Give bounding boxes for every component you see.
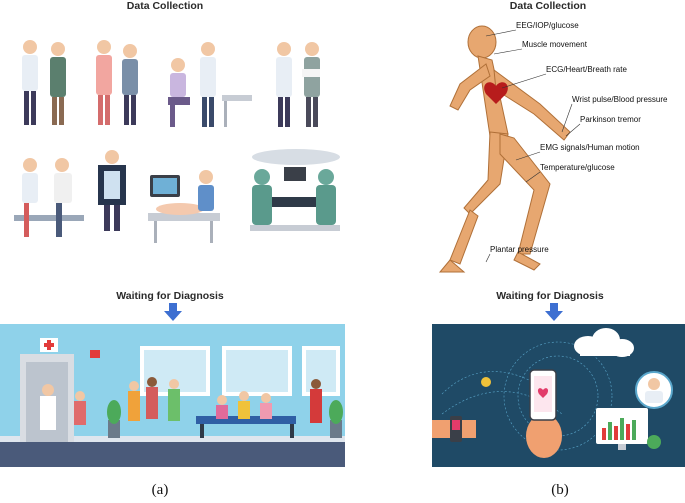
left-down-arrow (164, 303, 182, 321)
sensor-label-ecg: ECG/Heart/Breath rate (546, 65, 627, 74)
sensor-label-muscle: Muscle movement (522, 40, 588, 49)
scene-surgery (250, 149, 340, 231)
sensor-label-parkinson: Parkinson tremor (580, 115, 641, 124)
scene-seated-patient-exam (168, 42, 252, 127)
caption-a: (a) (151, 482, 169, 498)
sensor-label-wrist: Wrist pulse/Blood pressure (572, 95, 668, 104)
right-data-collection-title: Data Collection (509, 0, 587, 12)
scene-patient-with-sling (276, 42, 320, 127)
right-down-arrow (545, 303, 563, 321)
sensor-label-emg: EMG signals/Human motion (540, 143, 640, 152)
clinic-waiting-room-illustration (0, 324, 345, 467)
scene-xray-scan (98, 150, 126, 231)
left-data-collection-title: Data Collection (126, 0, 204, 12)
wearable-sensors-body-diagram: EEG/IOP/glucose Muscle movement ECG/Hear… (438, 21, 668, 273)
left-waiting-title: Waiting for Diagnosis (116, 290, 224, 302)
sensor-label-temperature: Temperature/glucose (540, 163, 615, 172)
monitor-chart-icon (596, 408, 648, 450)
cloud-icon (574, 328, 634, 357)
right-waiting-title: Waiting for Diagnosis (496, 290, 604, 302)
smartphone-icon (526, 369, 562, 458)
digital-health-monitoring-illustration (432, 324, 685, 467)
sensor-label-plantar: Plantar pressure (490, 245, 549, 254)
scene-blood-pressure-check (14, 158, 84, 237)
caption-b: (b) (551, 482, 569, 498)
scene-ultrasound-exam (148, 170, 220, 243)
sensor-label-eeg: EEG/IOP/glucose (516, 21, 579, 30)
smartwatch-icon (432, 416, 476, 442)
scene-nurse-with-child (96, 40, 138, 125)
scene-doctor-patient-standing (22, 40, 66, 125)
thumbs-up-icon (647, 435, 661, 449)
left-clinical-scenes-illustration (14, 40, 340, 243)
